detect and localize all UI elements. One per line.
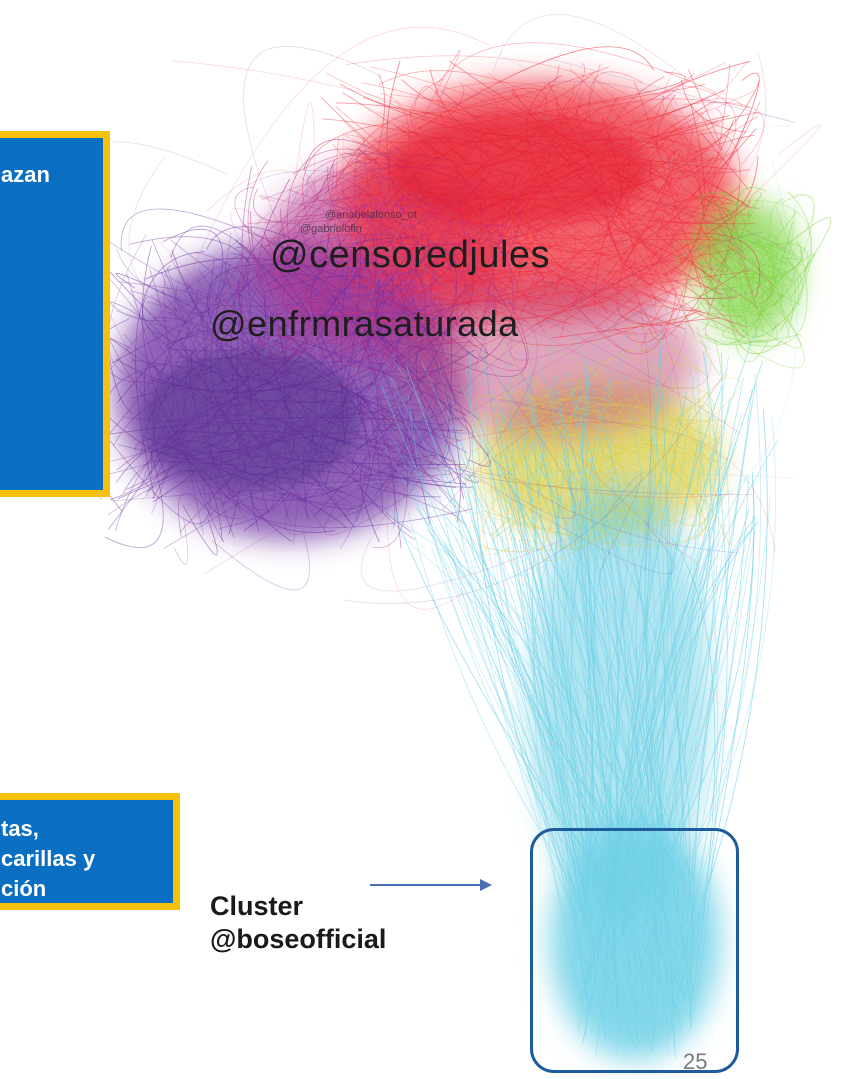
cluster-cyan-base [550, 820, 720, 1060]
callout-bottom-line-2: carillas y [1, 846, 96, 871]
cluster-arrow-icon [370, 879, 492, 891]
callout-bottom-line-1: tas, [1, 816, 39, 841]
callout-bottom-line-3: ción [1, 876, 47, 901]
cluster-label: Cluster @boseofficial [210, 890, 386, 956]
cluster-label-line-2: @boseofficial [210, 924, 387, 954]
callout-top-text: azan [1, 162, 50, 187]
cluster-label-line-1: Cluster [210, 891, 304, 921]
callout-box-top: azan [0, 131, 110, 497]
faint-handle-1: @anabelalonso_ot [325, 209, 417, 221]
slide-number: 25 [683, 1049, 708, 1074]
faint-handle-2: @gabrielofin [300, 223, 362, 235]
cluster-highlight-box [530, 828, 739, 1073]
handle-label-censoredjules: @censoredjules [270, 234, 551, 276]
callout-box-bottom: tas, carillas y ción [0, 793, 180, 910]
cluster-dark-core [140, 115, 650, 490]
cluster-mid-pink [400, 280, 700, 440]
handle-label-enfrmrasaturada: @enfrmrasaturada [210, 303, 519, 344]
